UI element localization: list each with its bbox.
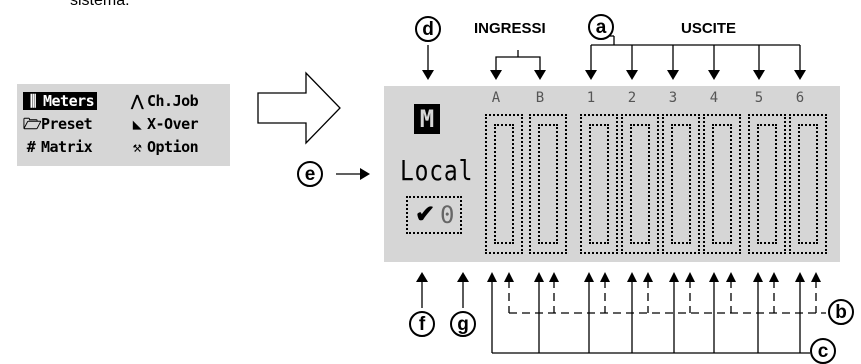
channel-label-a: A xyxy=(491,90,501,106)
channel-label-1: 1 xyxy=(586,90,596,106)
menu-item-label: Option xyxy=(147,138,199,156)
meter-bar-inner xyxy=(798,124,818,244)
menu-item-preset[interactable]: 🗁Preset xyxy=(23,115,93,133)
channel-label-4: 4 xyxy=(709,90,719,106)
inputs-header: INGRESSI xyxy=(474,20,546,37)
matrix-icon: # xyxy=(26,138,36,156)
channel-label-3: 3 xyxy=(668,90,678,106)
meter-bar-inner xyxy=(671,124,691,244)
channel-label-b: B xyxy=(535,90,545,106)
callout-c: c xyxy=(810,338,836,364)
meter-bar-inner xyxy=(712,124,732,244)
channel-label-2: 2 xyxy=(627,90,637,106)
menu-item-ch-job[interactable]: ⋀Ch.Job xyxy=(129,92,199,110)
meter-bar-inner xyxy=(757,124,777,244)
menu-item-matrix[interactable]: # Matrix xyxy=(23,138,93,156)
main-menu: ⫼Meters ⋀Ch.Job 🗁Preset ◣X-Over #Matrix … xyxy=(17,84,230,166)
location-label: Local xyxy=(400,154,474,187)
callout-d: d xyxy=(415,16,441,42)
callout-g: g xyxy=(450,311,476,337)
meter-bar-3 xyxy=(662,114,700,254)
hollow-arrow xyxy=(257,71,341,145)
menu-item-meters[interactable]: ⫼ Meters xyxy=(23,92,98,110)
meters-icon: ⫼ xyxy=(29,92,37,110)
callout-f: f xyxy=(409,311,435,337)
caption-text: sistema. xyxy=(70,0,130,9)
meter-bar-inner xyxy=(589,124,609,244)
folder-icon: 🗁 xyxy=(23,115,42,133)
channel-label-6: 6 xyxy=(795,90,805,106)
meter-bar-4 xyxy=(703,114,741,254)
meter-bar-inner xyxy=(494,124,514,244)
meter-bar-inner xyxy=(538,124,558,244)
counter-value: 0 xyxy=(440,201,455,229)
menu-item-option[interactable]: ⚒ Option xyxy=(129,138,199,156)
callout-e: e xyxy=(297,161,323,187)
menu-item-label: Ch.Job xyxy=(147,92,199,110)
outputs-header: USCITE xyxy=(681,20,737,37)
meter-bar-2 xyxy=(621,114,659,254)
status-box: ✔ 0 xyxy=(406,196,462,234)
wrench-icon: ⚒ xyxy=(132,138,142,156)
check-icon: ✔ xyxy=(415,201,436,228)
lcd-display: M Local ✔ 0 A B 1 2 3 4 5 6 xyxy=(384,86,840,262)
channel-label-5: 5 xyxy=(754,90,764,106)
menu-item-x-over[interactable]: ◣ X-Over xyxy=(129,115,199,133)
ch-job-icon: ⋀ xyxy=(131,92,143,110)
menu-item-label: Preset xyxy=(41,115,93,133)
meter-bar-b xyxy=(529,114,567,254)
callout-a: a xyxy=(588,14,614,40)
meter-bar-1 xyxy=(580,114,618,254)
mode-indicator: M xyxy=(414,104,440,134)
crossover-icon: ◣ xyxy=(132,115,142,133)
menu-item-label: Matrix xyxy=(41,138,93,156)
meter-bar-inner xyxy=(630,124,650,244)
callout-b: b xyxy=(828,299,854,325)
menu-item-label: Meters xyxy=(43,92,95,110)
meter-bar-5 xyxy=(748,114,786,254)
menu-item-label: X-Over xyxy=(147,115,199,133)
meter-bar-6 xyxy=(789,114,827,254)
meter-bar-a xyxy=(485,114,523,254)
